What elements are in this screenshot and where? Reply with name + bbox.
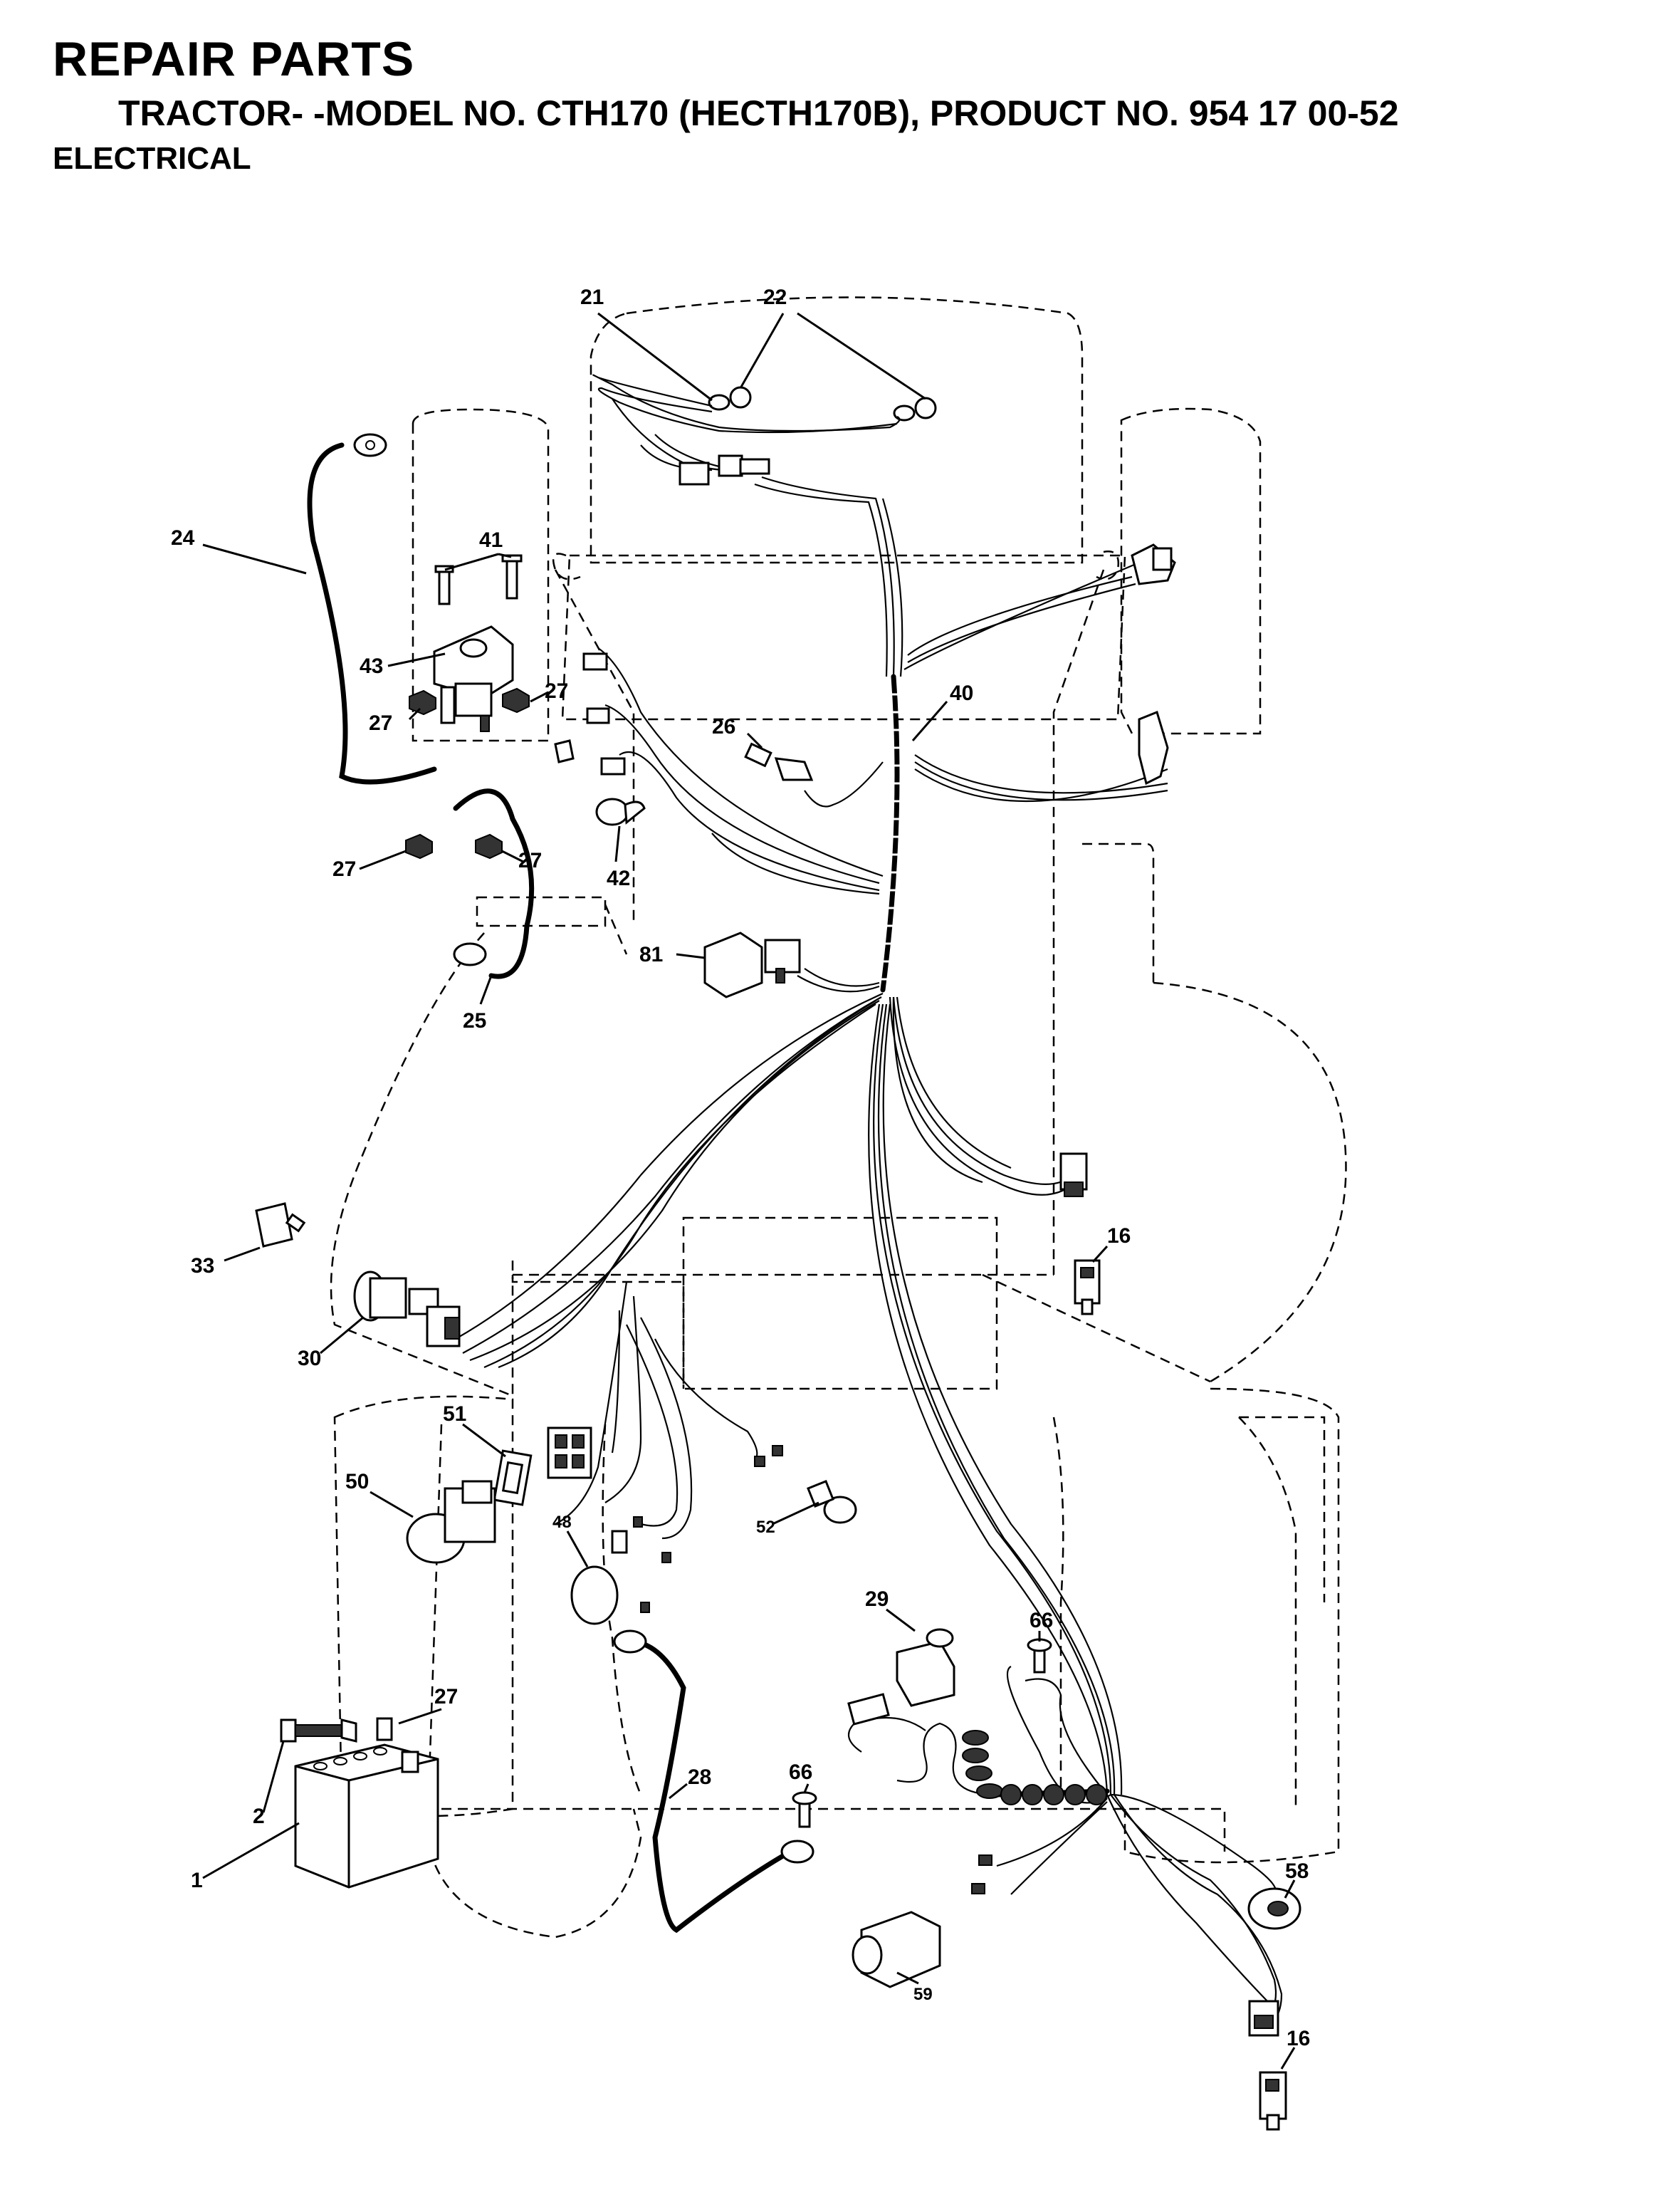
cable-terminal-24 (353, 433, 387, 457)
callout-42: 42 (607, 867, 630, 890)
connector-right-middle (1059, 1152, 1088, 1197)
starter-solenoid-43 (433, 625, 514, 732)
model-line: TRACTOR- -MODEL NO. CTH170 (HECTH170B), … (118, 93, 1399, 133)
bulb-52 (754, 1445, 857, 1524)
ignition-key-33 (255, 1202, 306, 1248)
callout-33: 33 (191, 1254, 214, 1278)
relay-81 (703, 932, 801, 998)
wiring-harness-loom (867, 674, 914, 993)
callout-1: 1 (191, 1869, 203, 1892)
callout-43: 43 (360, 654, 383, 678)
pto-switch-50 (406, 1480, 496, 1564)
cable-terminal-25 (453, 942, 487, 966)
ground-cable-25 (453, 788, 535, 979)
callout-81: 81 (639, 943, 663, 966)
section-title: ELECTRICAL (53, 141, 251, 176)
callout-16-b: 16 (1287, 2027, 1310, 2050)
callout-27-d: 27 (518, 849, 542, 872)
callout-59: 59 (913, 1985, 933, 2004)
boot-42 (554, 652, 646, 826)
callout-25: 25 (463, 1009, 486, 1033)
connector-right-upper (1131, 543, 1176, 585)
bezel-51 (493, 1426, 592, 1506)
battery-1 (294, 1743, 439, 1889)
battery-bolt-2 (280, 1717, 393, 1743)
headlight-connector (679, 454, 770, 486)
callout-50: 50 (345, 1470, 369, 1493)
headlight-harness-21 (592, 374, 901, 432)
headlight-bulb-22 (708, 386, 937, 422)
callout-27-a: 27 (545, 679, 568, 703)
connector-bottom-right (1248, 2000, 1279, 2037)
cable-terminal-28 (613, 1629, 814, 1864)
nut-27 (405, 687, 530, 860)
callout-41: 41 (479, 528, 503, 552)
callout-24: 24 (171, 526, 195, 550)
callout-27-e: 27 (434, 1685, 458, 1708)
callout-22: 22 (763, 286, 787, 309)
callout-26: 26 (712, 715, 735, 739)
module-59 (852, 1854, 992, 1988)
connector-right-lower (1138, 710, 1169, 786)
fuse-26 (744, 742, 814, 781)
callout-58: 58 (1285, 1859, 1309, 1883)
callout-40: 40 (950, 682, 973, 705)
coiled-cable-29 (847, 1716, 1107, 1805)
switch-16-lower (1259, 2071, 1287, 2131)
seat-switch-29 (847, 1628, 955, 1726)
headlight-harness-21-b (597, 387, 898, 434)
ignition-switch-30 (353, 1271, 461, 1347)
callout-48: 48 (552, 1513, 572, 1532)
battery-cable-28 (631, 1639, 793, 1934)
callout-28: 28 (688, 1765, 711, 1789)
callout-27-c: 27 (332, 857, 356, 881)
callout-labels: 21 22 24 41 43 27 27 27 27 26 40 42 81 2… (171, 286, 1310, 2050)
socket-48 (570, 1516, 671, 1625)
callout-21: 21 (580, 286, 604, 309)
sensor-58 (1247, 1887, 1301, 1930)
callout-52: 52 (756, 1518, 775, 1537)
battery-cable-24 (307, 442, 437, 785)
callout-2: 2 (253, 1805, 265, 1828)
callout-51: 51 (443, 1402, 466, 1426)
callout-30: 30 (298, 1347, 321, 1370)
callout-66-b: 66 (789, 1760, 812, 1784)
callout-29: 29 (865, 1587, 889, 1611)
bolt-41 (434, 554, 523, 605)
callout-16-a: 16 (1107, 1224, 1131, 1248)
callout-27-b: 27 (369, 711, 392, 735)
harness-wires (455, 434, 1283, 2031)
page-title: REPAIR PARTS (53, 32, 415, 86)
callout-66-a: 66 (1030, 1609, 1053, 1632)
headlight-harness-21-c (612, 398, 727, 471)
switch-16-upper (1074, 1259, 1101, 1315)
leader-lines (202, 312, 1296, 2070)
